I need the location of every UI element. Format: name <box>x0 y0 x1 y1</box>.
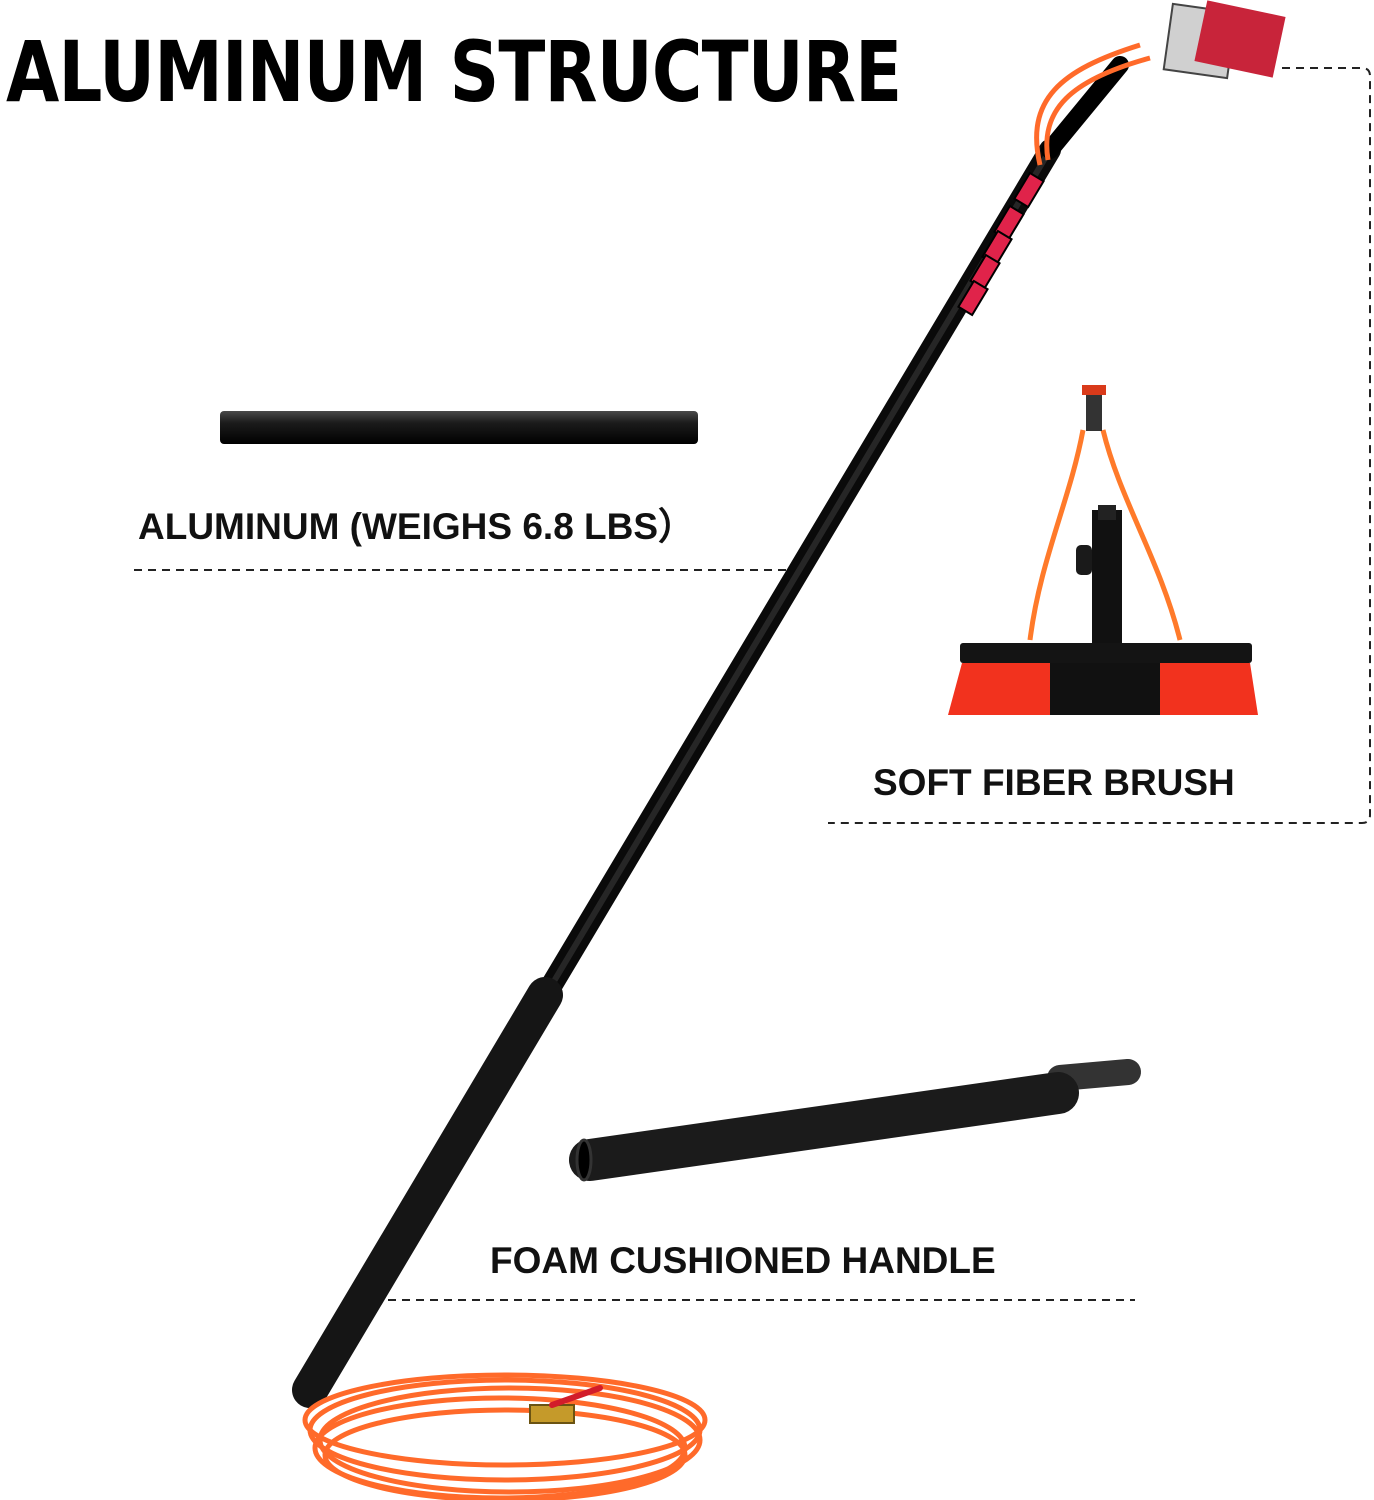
top-brush-head <box>1034 0 1286 166</box>
dashed-guides <box>134 67 1371 1301</box>
label-foam-handle: FOAM CUSHIONED HANDLE <box>490 1240 996 1281</box>
telescopic-pole <box>292 139 1061 1408</box>
page-title: ALUMINUM STRUCTURE <box>6 23 902 121</box>
coiled-water-hose <box>302 1372 708 1500</box>
foam-handle-sample <box>569 1059 1141 1182</box>
hose-valve <box>529 1385 603 1424</box>
pole-foam-grip <box>292 977 563 1408</box>
guide-line-brush <box>828 67 1371 824</box>
aluminum-rod-sample <box>220 411 698 444</box>
label-soft-fiber-brush: SOFT FIBER BRUSH <box>873 762 1235 803</box>
label-aluminum: ALUMINUM (WEIGHS 6.8 LBS） <box>138 506 696 547</box>
soft-fiber-brush-illustration <box>948 385 1258 715</box>
red-locking-clamps <box>957 171 1045 317</box>
